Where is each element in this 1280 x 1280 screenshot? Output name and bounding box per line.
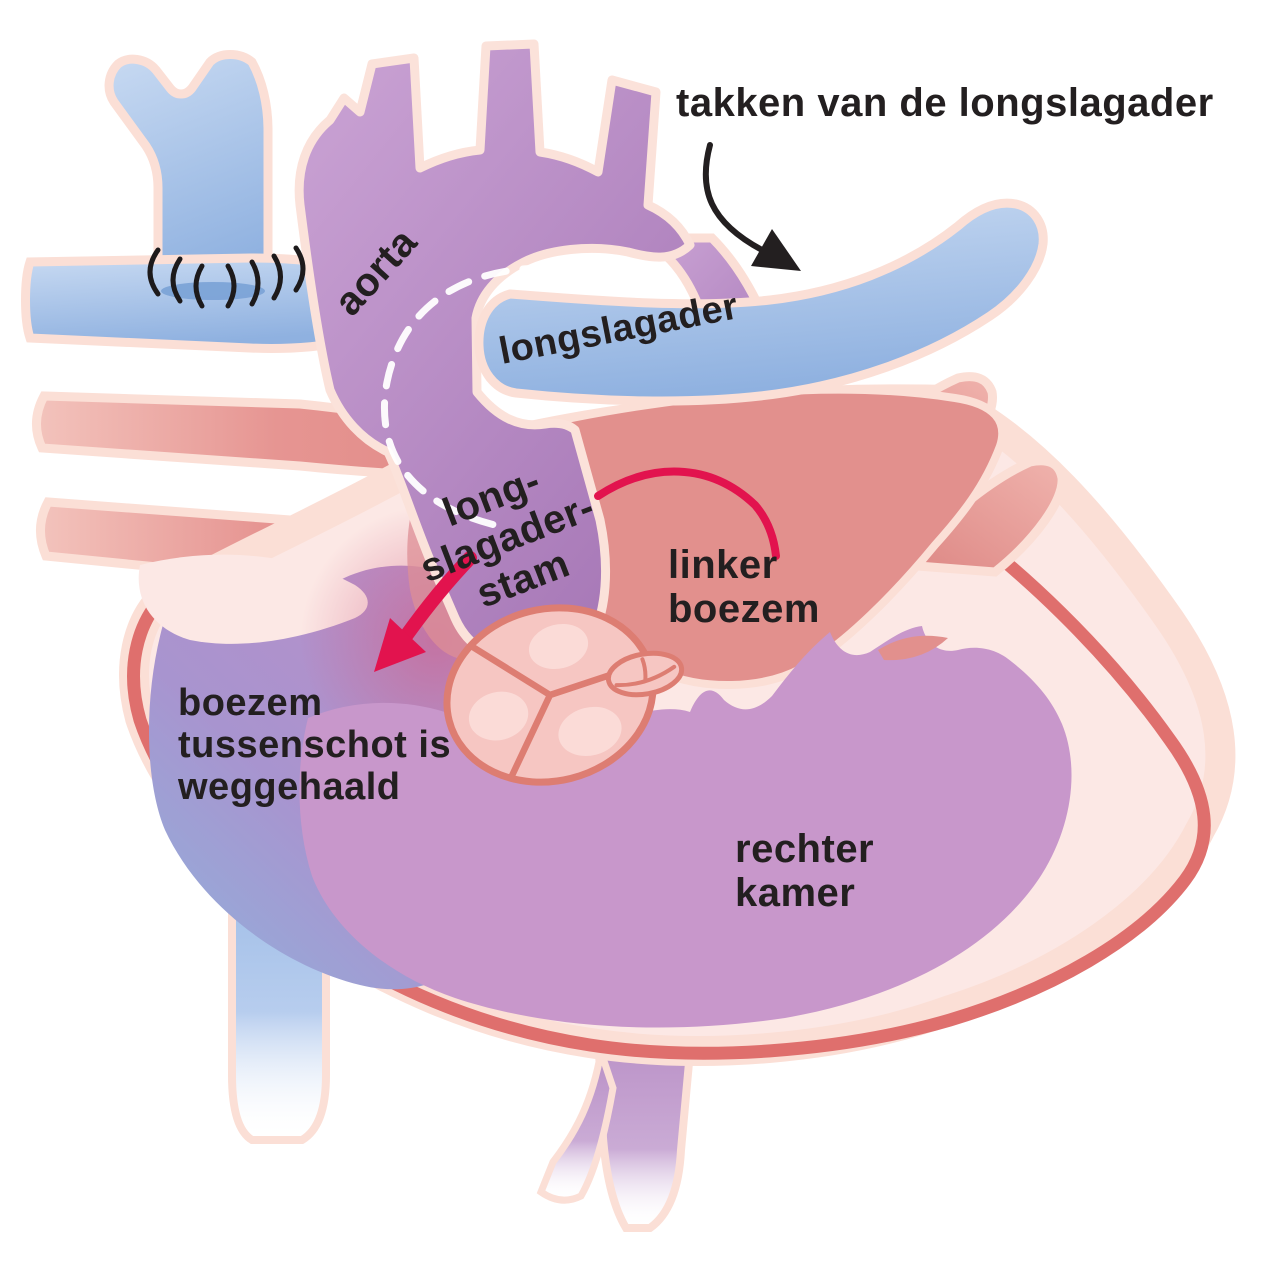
suture-marks: [147, 245, 306, 309]
flow-arrow-head: [374, 618, 426, 672]
figure-title: takken van de longslagader: [676, 81, 1214, 125]
annotation-arrow-head: [751, 229, 801, 271]
label-linker-boezem: linker boezem: [668, 543, 820, 631]
aortic-valve-small: [605, 650, 685, 698]
atrium-crescent: [878, 635, 948, 661]
svg-text:boezem: boezem: [178, 682, 322, 724]
flow-arrow-shaft: [399, 551, 477, 643]
svg-text:tussenschot is: tussenschot is: [178, 724, 451, 766]
descending-aorta: [593, 1026, 697, 1232]
svg-text:rechter: rechter: [735, 827, 874, 871]
label-septum-note: boezem tussenschot is weggehaald: [177, 682, 451, 808]
flow-arc-red: [594, 467, 780, 560]
pulmonary-artery: [474, 198, 1048, 406]
svg-text:linker: linker: [668, 543, 778, 587]
aorta-arch-and-trunk: [294, 39, 695, 660]
superior-vena-cava: [104, 50, 273, 307]
svg-text:boezem: boezem: [668, 587, 820, 631]
annotation-arrow-line: [702, 142, 765, 253]
label-rechter-kamer: rechter kamer: [735, 827, 874, 915]
descending-aorta-branch: [536, 1050, 617, 1204]
vessel-pinch-shading: [161, 282, 265, 300]
svg-text:kamer: kamer: [735, 871, 855, 915]
dashed-flow-line: [381, 264, 549, 529]
svg-text:weggehaald: weggehaald: [177, 766, 401, 808]
